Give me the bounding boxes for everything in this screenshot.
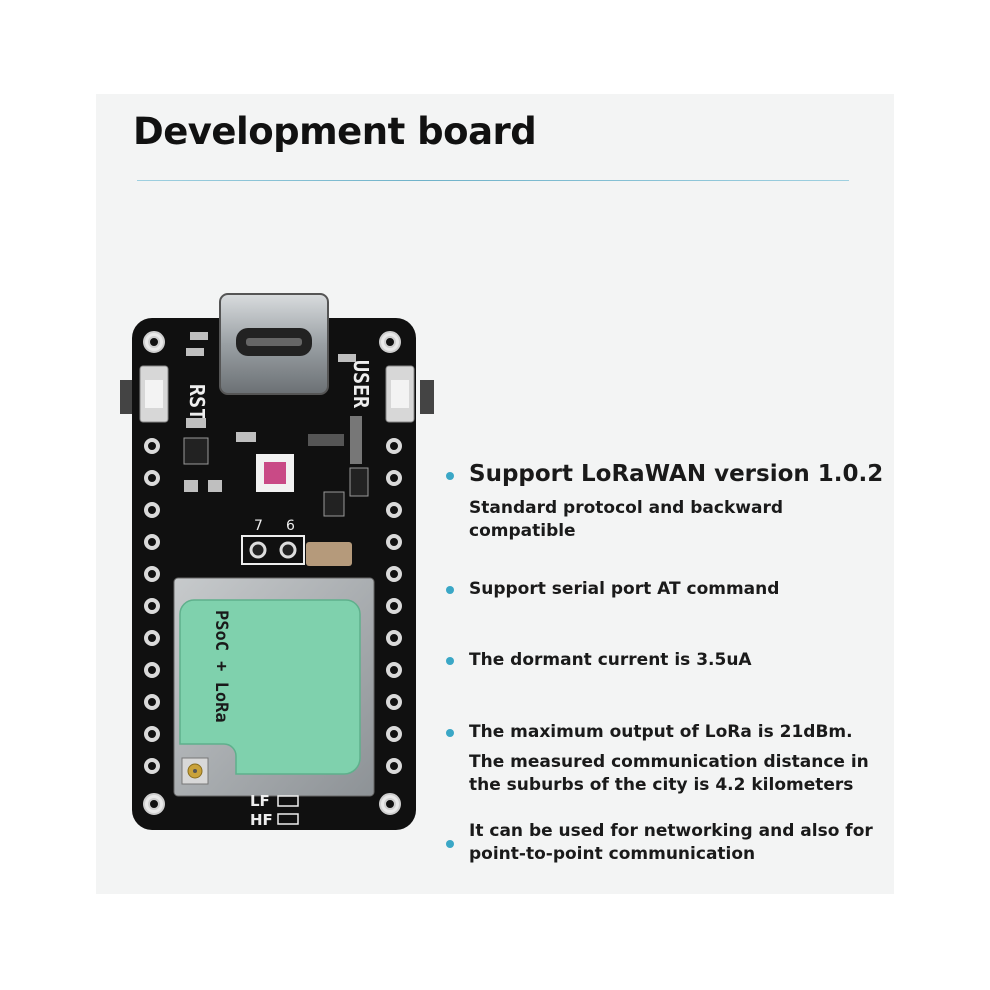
mounting-holes bbox=[143, 331, 401, 815]
dev-board-illustration: RST USER 7 6 bbox=[120, 293, 434, 830]
rst-label: RST bbox=[185, 384, 209, 420]
feature-title: Support LoRaWAN version 1.0.2 bbox=[469, 461, 884, 487]
page-title: Development board bbox=[133, 110, 537, 153]
header-pins bbox=[144, 438, 402, 774]
feature-detail: point-to-point communication bbox=[469, 844, 756, 864]
feature-list: Support LoRaWAN version 1.0.2 Standard p… bbox=[446, 0, 886, 990]
module-label: PSoC + LoRa bbox=[211, 610, 231, 723]
rgb-led bbox=[256, 454, 294, 492]
feature-detail: compatible bbox=[469, 521, 576, 541]
feature-title: Support serial port AT command bbox=[469, 579, 780, 599]
pin-6-label: 6 bbox=[286, 518, 295, 534]
bullet-icon bbox=[446, 840, 454, 848]
bullet-icon bbox=[446, 472, 454, 480]
lora-module: PSoC + LoRa bbox=[173, 577, 375, 797]
rst-button bbox=[139, 365, 169, 423]
bullet-icon bbox=[446, 729, 454, 737]
feature-detail: the suburbs of the city is 4.2 kilometer… bbox=[469, 775, 854, 795]
board-image: RST USER 7 6 bbox=[118, 288, 438, 838]
user-button bbox=[385, 365, 415, 423]
lf-label: LF bbox=[250, 792, 270, 810]
feature-detail: Standard protocol and backward bbox=[469, 498, 784, 518]
user-button-side bbox=[420, 380, 434, 414]
rst-button-side bbox=[120, 380, 134, 414]
feature-title: It can be used for networking and also f… bbox=[469, 821, 873, 841]
bullet-icon bbox=[446, 657, 454, 665]
smd-components bbox=[183, 332, 369, 566]
pin-7-label: 7 bbox=[254, 518, 263, 534]
feature-detail: The measured communication distance in bbox=[469, 752, 869, 772]
user-label: USER bbox=[349, 360, 373, 409]
pin-7-6-header bbox=[241, 535, 305, 565]
title-divider bbox=[137, 180, 849, 181]
usb-c-connector bbox=[219, 293, 329, 395]
feature-title: The dormant current is 3.5uA bbox=[469, 650, 752, 670]
feature-title: The maximum output of LoRa is 21dBm. bbox=[469, 722, 853, 742]
bullet-icon bbox=[446, 586, 454, 594]
hf-label: HF bbox=[250, 811, 273, 829]
